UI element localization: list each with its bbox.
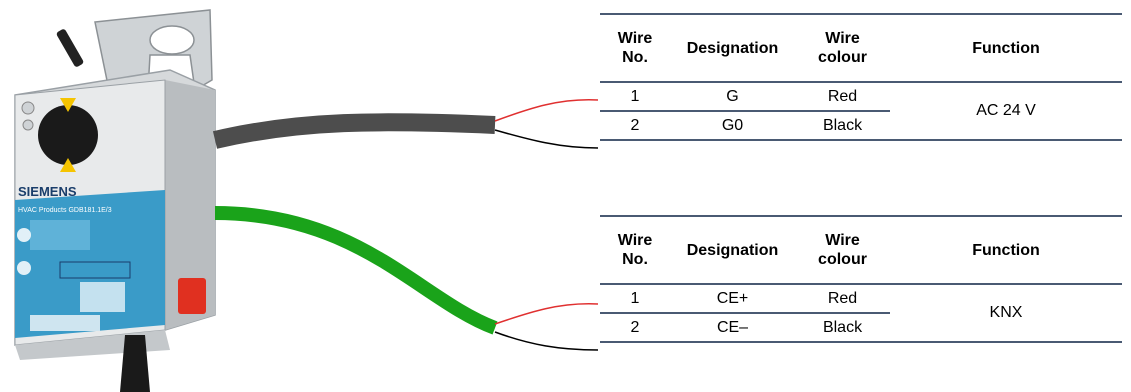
wire-no-cell: 2 [600, 313, 670, 343]
header-function: Function [890, 215, 1122, 285]
product-line-text: HVAC Products GDB181.1E/3 [18, 207, 112, 214]
designation-cell: G [670, 82, 795, 112]
power-red-wire [494, 98, 599, 122]
table-row: 1 CE+ Red KNX [600, 284, 1122, 343]
wire-no-cell: 2 [600, 111, 670, 141]
power-cable [212, 113, 496, 149]
function-cell: KNX [890, 284, 1122, 343]
actuator-housing: SIEMENS HVAC Products GDB181.1E/3 [14, 69, 216, 392]
adjustment-knob [21, 98, 98, 172]
header-designation: Designation [670, 13, 795, 83]
bus-red-wire [494, 302, 599, 325]
designation-cell: G0 [670, 111, 795, 141]
wire-colour-cell: Black [795, 313, 890, 343]
wire-no-cell: 1 [600, 284, 670, 314]
table-row: 2 G0 Black [600, 111, 1122, 141]
table-row: 2 CE– Black [600, 313, 1122, 343]
brand-text: SIEMENS [18, 184, 77, 199]
wire-no-cell: 1 [600, 82, 670, 112]
header-function: Function [890, 13, 1122, 83]
designation-cell: CE– [670, 313, 795, 343]
table-row: 1 G Red AC 24 V [600, 82, 1122, 141]
header-designation: Designation [670, 215, 795, 285]
wire-colour-cell: Red [795, 284, 890, 314]
power-black-wire [494, 129, 599, 149]
designation-cell: CE+ [670, 284, 795, 314]
manual-override-button [178, 278, 206, 314]
bus-black-wire [494, 331, 599, 351]
mounting-bracket [56, 9, 213, 96]
bus-cable [214, 206, 498, 335]
wire-colour-cell: Red [795, 82, 890, 112]
wire-colour-cell: Black [795, 111, 890, 141]
function-cell: AC 24 V [890, 82, 1122, 141]
